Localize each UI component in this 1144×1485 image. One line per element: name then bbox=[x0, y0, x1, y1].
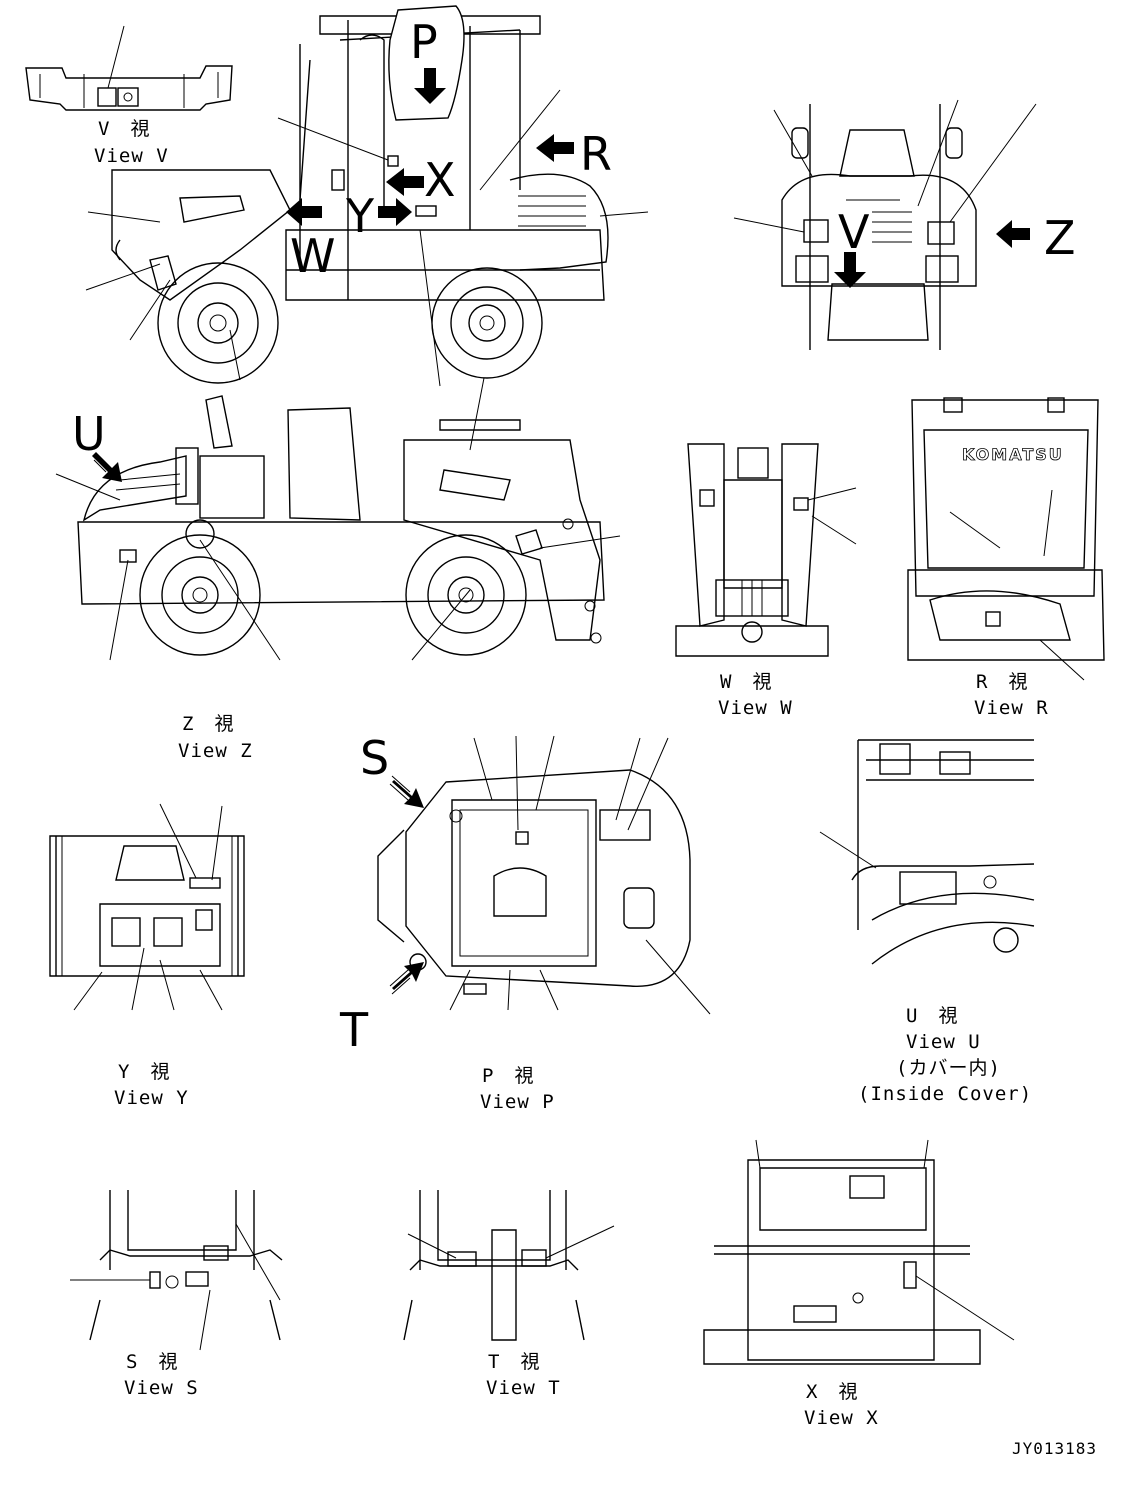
letter-w: W bbox=[290, 229, 335, 283]
view-w-drawing bbox=[675, 443, 857, 657]
loader-rear-view bbox=[733, 99, 1037, 350]
view-x-drawing bbox=[703, 1139, 1015, 1365]
view-y-en-label: View Y bbox=[114, 1087, 189, 1109]
view-t-jp-label: T 視 bbox=[488, 1351, 540, 1373]
letter-t: T bbox=[339, 1003, 369, 1057]
view-w-jp-label: W 視 bbox=[720, 671, 772, 693]
view-w-en-label: View W bbox=[718, 697, 793, 719]
view-u-en-note: (Inside Cover) bbox=[858, 1083, 1032, 1105]
view-y-drawing bbox=[49, 803, 245, 1011]
view-u-jp-note: (カバー内) bbox=[896, 1057, 1001, 1079]
loader-side-view-left bbox=[55, 377, 621, 661]
view-v-en-label: View V bbox=[94, 145, 169, 167]
letter-x: X bbox=[424, 153, 456, 207]
view-s-en-label: View S bbox=[124, 1377, 199, 1399]
view-y-jp-label: Y 視 bbox=[118, 1061, 170, 1083]
view-r-en-label: View R bbox=[974, 697, 1049, 719]
letter-r: R bbox=[580, 127, 612, 181]
view-u-en-label: View U bbox=[906, 1031, 981, 1053]
view-x-en-label: View X bbox=[804, 1407, 879, 1429]
view-s-jp-label: S 視 bbox=[126, 1351, 178, 1373]
view-x-jp-label: X 視 bbox=[806, 1381, 858, 1403]
view-t-en-label: View T bbox=[486, 1377, 561, 1399]
view-z-jp-label: Z 視 bbox=[182, 713, 234, 735]
view-s-drawing bbox=[70, 1190, 283, 1351]
letter-u: U bbox=[72, 407, 106, 461]
view-p-drawing bbox=[377, 735, 711, 1015]
loader-side-view-right bbox=[85, 5, 649, 387]
view-v-drawing bbox=[25, 25, 233, 111]
letter-v: V bbox=[838, 205, 870, 259]
letter-s: S bbox=[360, 731, 389, 785]
cab-brand-text: KOMATSU bbox=[962, 445, 1064, 464]
letter-p: P bbox=[410, 15, 438, 69]
letter-y: Y bbox=[345, 189, 375, 243]
view-u-jp-label: U 視 bbox=[906, 1005, 958, 1027]
view-t-drawing bbox=[403, 1190, 615, 1341]
view-p-jp-label: P 視 bbox=[482, 1065, 534, 1087]
letter-z: Z bbox=[1044, 211, 1076, 265]
view-r-jp-label: R 視 bbox=[976, 671, 1028, 693]
view-r-drawing: KOMATSU bbox=[907, 397, 1105, 681]
view-p-en-label: View P bbox=[480, 1091, 555, 1113]
view-z-en-label: View Z bbox=[178, 740, 253, 762]
view-v-jp-label: V 視 bbox=[98, 118, 150, 140]
drawing-id: JY013183 bbox=[1012, 1439, 1097, 1458]
view-u-drawing bbox=[819, 739, 1035, 965]
